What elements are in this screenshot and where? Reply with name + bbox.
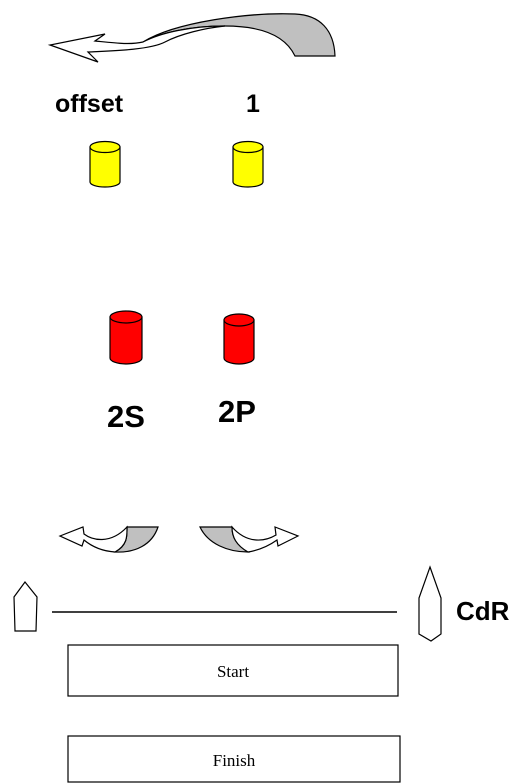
- offset-buoy: [89, 140, 121, 188]
- cdr-label: CdR: [456, 596, 510, 626]
- mark-1-buoy: [232, 140, 264, 188]
- gate-2s-rounding-arrow: [58, 525, 159, 553]
- top-arrow-white-part: [47, 25, 226, 63]
- mark-1-buoy-body: [232, 146, 264, 188]
- right-arrow-white-part: [231, 525, 300, 553]
- finish-box: [67, 735, 401, 783]
- gate-2s-buoy: [109, 310, 143, 365]
- gate-2s-buoy-top: [109, 310, 143, 324]
- mark-1-label: 1: [246, 90, 260, 118]
- top-rounding-arrow: [47, 13, 336, 63]
- gate-2p-buoy: [223, 313, 255, 365]
- pin-end-marker: [13, 581, 38, 632]
- gate-2p-label: 2P: [218, 394, 256, 429]
- offset-buoy-body: [89, 146, 121, 188]
- offset-buoy-top: [89, 140, 121, 154]
- left-arrow-white-part: [58, 525, 128, 553]
- gate-2p-buoy-top: [223, 313, 255, 327]
- committee-boat: [418, 565, 442, 642]
- offset-label: offset: [55, 90, 124, 118]
- gate-2p-buoy-body: [223, 319, 255, 365]
- finish-box-label: Finish: [213, 751, 256, 770]
- start-box-label: Start: [217, 662, 249, 681]
- gate-2s-buoy-body: [109, 316, 143, 365]
- gate-2p-rounding-arrow: [199, 525, 300, 553]
- start-box: [67, 644, 399, 697]
- gate-2s-label: 2S: [107, 399, 145, 434]
- mark-1-buoy-top: [232, 140, 264, 154]
